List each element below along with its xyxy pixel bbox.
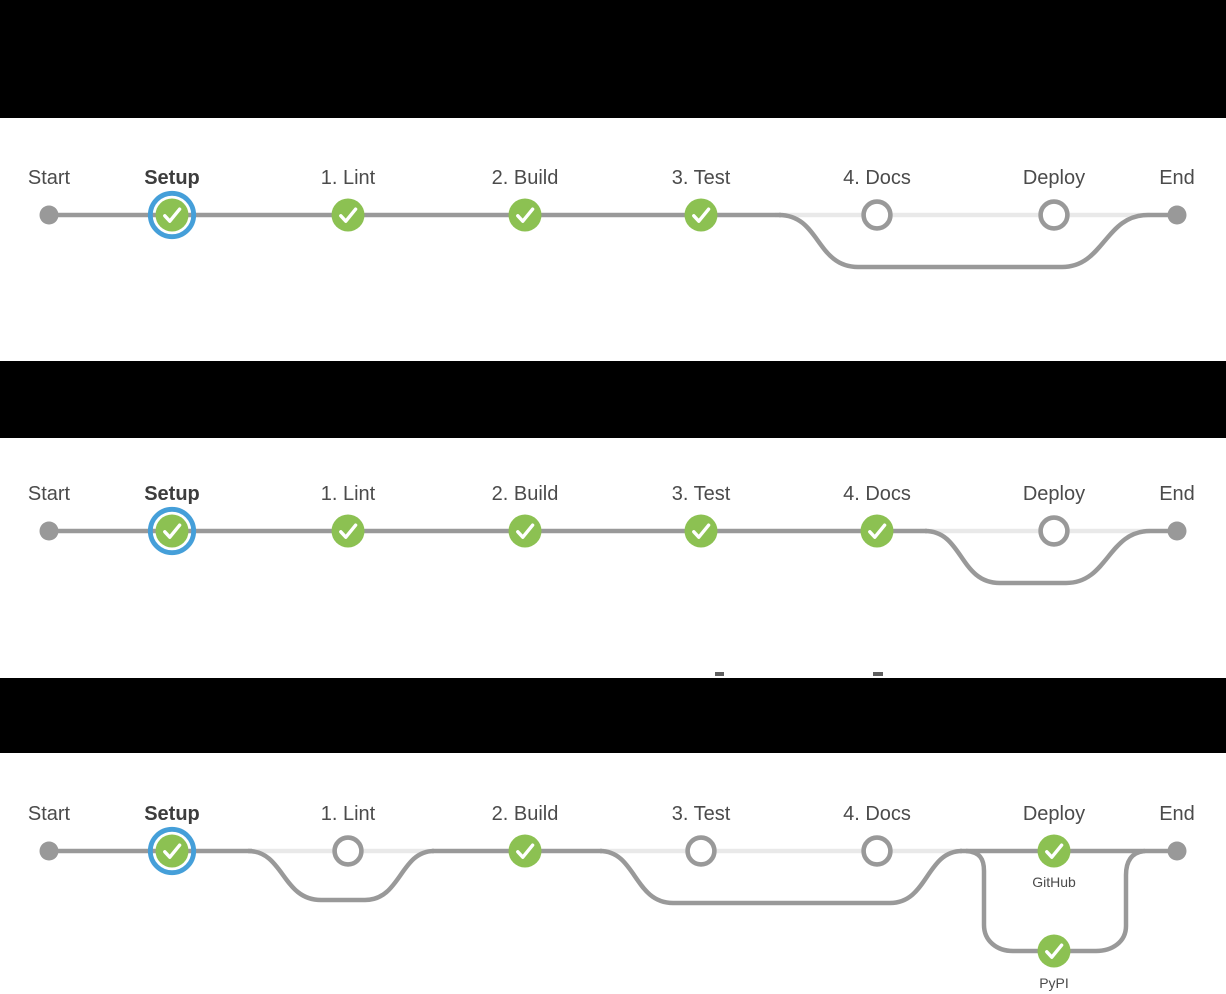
end-dot (1167, 841, 1187, 861)
node-label-start: Start (27, 803, 71, 825)
check-icon (1045, 943, 1064, 959)
node-label-end: End (1159, 167, 1195, 189)
node-lint (331, 514, 365, 548)
node-label-setup: Setup (144, 803, 200, 825)
node-label-deploy: Deploy (1022, 803, 1086, 825)
node-label-test: 3. Test (671, 483, 731, 505)
node-deploy-pending (1038, 515, 1070, 547)
node-docs-pending (861, 199, 893, 231)
node-deploy-pending (1038, 199, 1070, 231)
check-icon (516, 843, 535, 859)
node-label-deploy: Deploy (1022, 483, 1086, 505)
node-label-build: 2. Build (491, 803, 559, 825)
node-label-docs: 4. Docs (843, 483, 911, 505)
node-docs-pending (861, 835, 893, 867)
node-label-lint: 1. Lint (320, 167, 376, 189)
bypass-lint (247, 848, 435, 903)
node-test (684, 514, 718, 548)
node-test-pending (685, 835, 717, 867)
node-setup (147, 826, 197, 876)
current-ring (147, 190, 197, 240)
bypass-track (924, 528, 1177, 586)
pipeline-1-graphic (39, 190, 1187, 270)
node-label-build: 2. Build (491, 483, 559, 505)
pipeline-panel-3: Start Setup 1. Lint 2. Build 3. Test 4. … (0, 753, 1226, 994)
node-label-test: 3. Test (671, 167, 731, 189)
check-icon (1045, 843, 1064, 859)
pipeline-3-graphic (39, 826, 1187, 968)
check-icon (516, 523, 535, 539)
node-lint-pending (332, 835, 364, 867)
node-lint (331, 198, 365, 232)
check-icon (339, 207, 358, 223)
deploy-target-label-pypi: PyPI (1039, 975, 1069, 991)
pipeline-panel-2: Start Setup 1. Lint 2. Build 3. Test 4. … (0, 438, 1226, 678)
check-icon (692, 207, 711, 223)
cropped-text-artifact (873, 672, 883, 676)
node-build (508, 514, 542, 548)
pipeline-panel-1: Start Setup 1. Lint 2. Build 3. Test 4. … (0, 118, 1226, 361)
start-dot (39, 841, 59, 861)
node-label-end: End (1159, 803, 1195, 825)
node-label-build: 2. Build (491, 167, 559, 189)
node-test (684, 198, 718, 232)
node-docs (860, 514, 894, 548)
start-dot (39, 205, 59, 225)
check-icon (163, 523, 182, 539)
node-label-deploy: Deploy (1022, 167, 1086, 189)
node-label-end: End (1159, 483, 1195, 505)
node-label-docs: 4. Docs (843, 803, 911, 825)
bypass-test-docs (599, 848, 963, 906)
start-dot (39, 521, 59, 541)
bypass-track (778, 212, 1177, 270)
check-icon (163, 207, 182, 223)
end-dot (1167, 521, 1187, 541)
check-icon (868, 523, 887, 539)
node-label-docs: 4. Docs (843, 167, 911, 189)
node-build (508, 834, 542, 868)
current-ring (147, 826, 197, 876)
node-setup (147, 190, 197, 240)
node-label-setup: Setup (144, 167, 200, 189)
node-setup (147, 506, 197, 556)
node-label-start: Start (27, 167, 71, 189)
node-label-setup: Setup (144, 483, 200, 505)
node-label-lint: 1. Lint (320, 483, 376, 505)
node-label-test: 3. Test (671, 803, 731, 825)
current-ring (147, 506, 197, 556)
node-label-start: Start (27, 483, 71, 505)
node-deploy-github (1037, 834, 1071, 868)
check-icon (692, 523, 711, 539)
deploy-target-label-github: GitHub (1032, 874, 1076, 890)
check-icon (339, 523, 358, 539)
check-icon (163, 843, 182, 859)
check-icon (516, 207, 535, 223)
pipeline-2-graphic (39, 506, 1187, 586)
end-dot (1167, 205, 1187, 225)
cropped-text-artifact (715, 672, 724, 676)
node-label-lint: 1. Lint (320, 803, 376, 825)
node-build (508, 198, 542, 232)
node-deploy-pypi (1037, 934, 1071, 968)
